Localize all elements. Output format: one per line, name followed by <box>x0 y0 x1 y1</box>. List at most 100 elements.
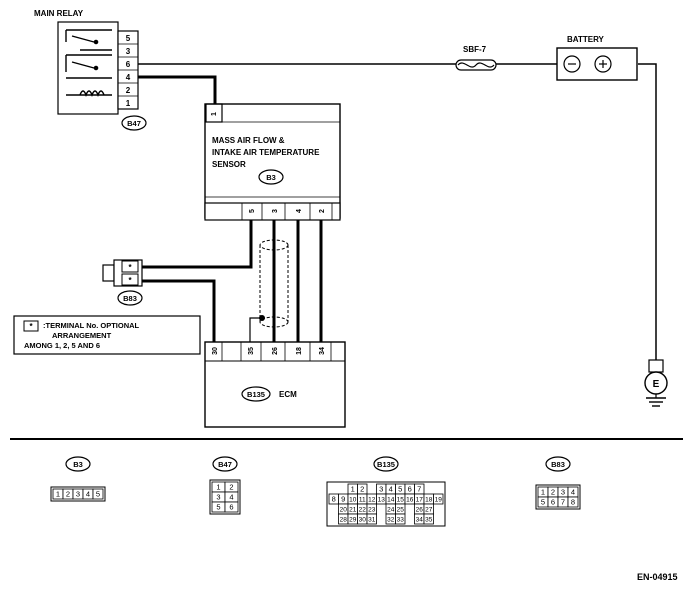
ecm-pin-30: 30 <box>212 347 219 355</box>
main-relay-title: MAIN RELAY <box>34 9 84 18</box>
note-line3: AMONG 1, 2, 5 AND 6 <box>24 341 100 350</box>
ecm-pin-18: 18 <box>296 347 303 355</box>
diagram-code: EN-04915 <box>637 572 678 582</box>
maf-pin-1: 1 <box>211 112 218 116</box>
connector-pin: 3 <box>216 493 220 502</box>
b83-pin-mark-2: * <box>128 276 132 285</box>
connector-pin: 16 <box>406 497 414 504</box>
connector-pin: 32 <box>387 517 395 524</box>
shield <box>259 239 289 328</box>
connector-pin: 3 <box>76 490 80 499</box>
connector-pin: 22 <box>359 507 367 514</box>
connector-view-id: B83 <box>551 460 565 469</box>
wire-maf5-b83 <box>142 220 253 269</box>
connector-pin: 9 <box>341 495 345 504</box>
battery: BATTERY <box>556 35 638 81</box>
connector-pin: 2 <box>551 488 555 497</box>
relay-pin-3: 3 <box>126 47 131 56</box>
connector-pin: 4 <box>389 485 393 494</box>
connector-pin: 15 <box>397 497 405 504</box>
connector-pin: 7 <box>417 485 421 494</box>
connector-pin: 6 <box>551 498 555 507</box>
ground-e: E <box>644 359 668 407</box>
connector-pin: 20 <box>340 507 348 514</box>
connector-pin: 34 <box>416 517 424 524</box>
ecm-connector-id: B135 <box>247 390 265 399</box>
relay-pin-6: 6 <box>126 60 131 69</box>
connector-pin: 7 <box>561 498 565 507</box>
connector-pin: 5 <box>96 490 100 499</box>
b83-connector-id: B83 <box>123 294 137 303</box>
connector-pin: 31 <box>368 517 376 524</box>
ecm-pin-35: 35 <box>248 347 255 355</box>
fuse-sbf7: SBF-7 <box>455 45 497 71</box>
connector-pin: 5 <box>398 485 402 494</box>
connector-pin: 1 <box>541 488 545 497</box>
wire-battery-ground <box>638 63 657 362</box>
connector-pin: 8 <box>571 498 575 507</box>
connector-view-id: B3 <box>73 460 83 469</box>
relay-pin-5: 5 <box>126 34 131 43</box>
connector-pin: 12 <box>368 497 376 504</box>
maf-pin-5: 5 <box>249 209 256 213</box>
connector-pin: 26 <box>416 507 424 514</box>
connector-pin: 28 <box>340 517 348 524</box>
main-relay: MAIN RELAY 5 3 6 <box>34 9 147 131</box>
connector-pin: 33 <box>397 517 405 524</box>
connector-view-id: B47 <box>218 460 232 469</box>
connector-pin: 29 <box>349 517 357 524</box>
connector-pin: 17 <box>416 497 424 504</box>
connector-pin: 13 <box>378 497 386 504</box>
wire-relay-maf <box>138 75 217 106</box>
connector-pin: 35 <box>425 517 433 524</box>
connector-pin: 30 <box>359 517 367 524</box>
relay-pin-1: 1 <box>126 99 131 108</box>
connector-pin: 5 <box>541 498 545 507</box>
connector-pin: 3 <box>561 488 565 497</box>
maf-sensor: 1 MASS AIR FLOW & INTAKE AIR TEMPERATURE… <box>204 103 341 221</box>
note-star: * <box>29 322 33 331</box>
maf-pin-4: 4 <box>296 209 303 213</box>
terminal-note: * :TERMINAL No. OPTIONAL ARRANGEMENT AMO… <box>13 315 201 355</box>
maf-title-line3: SENSOR <box>212 160 246 169</box>
connector-pin: 5 <box>216 503 220 512</box>
connector-pin: 6 <box>229 503 233 512</box>
b83-pin-mark-1: * <box>128 263 132 272</box>
connector-pin: 2 <box>360 485 364 494</box>
connector-pin: 23 <box>368 507 376 514</box>
connector-pin: 1 <box>216 483 220 492</box>
relay-pin-2: 2 <box>126 86 131 95</box>
ecm-pin-26: 26 <box>272 347 279 355</box>
ecm-pin-34: 34 <box>319 347 326 355</box>
wire-b83-ecm30 <box>142 279 216 342</box>
optional-connector-b83: * * B83 <box>102 259 143 306</box>
connector-pin: 18 <box>425 497 433 504</box>
connector-pin: 1 <box>56 490 60 499</box>
connector-view-id: B135 <box>377 460 395 469</box>
maf-pin-3: 3 <box>272 209 279 213</box>
ground-symbol: E <box>653 379 660 390</box>
ecm-title: ECM <box>279 390 297 399</box>
connector-pin: 6 <box>408 485 412 494</box>
relay-connector-id: B47 <box>127 119 141 128</box>
note-line2: ARRANGEMENT <box>52 331 112 340</box>
relay-pin-4: 4 <box>126 73 131 82</box>
maf-pin-2: 2 <box>319 209 326 213</box>
note-line1: :TERMINAL No. OPTIONAL <box>43 321 140 330</box>
connector-pin: 24 <box>387 507 395 514</box>
maf-title-line2: INTAKE AIR TEMPERATURE <box>212 148 320 157</box>
battery-title: BATTERY <box>567 35 605 44</box>
wiring-harness <box>138 63 657 362</box>
connector-pin: 27 <box>425 507 433 514</box>
connector-pin: 4 <box>86 490 90 499</box>
connector-pin: 1 <box>351 485 355 494</box>
connector-pin: 14 <box>387 497 395 504</box>
connector-pin: 10 <box>349 497 357 504</box>
connector-pin: 3 <box>379 485 383 494</box>
connector-pin: 4 <box>571 488 575 497</box>
